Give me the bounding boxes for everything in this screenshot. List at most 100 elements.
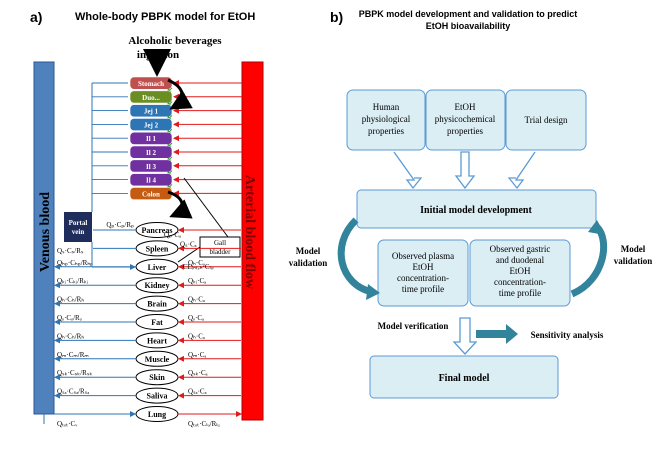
pancreas-arterial-flow: Qₚ·Cₐ (164, 231, 181, 239)
venous-blood-label: Venous blood (38, 192, 53, 272)
organ-arterial-flow: Qₛₖ·Cₐ (188, 369, 208, 377)
panel-b-letter: b) (330, 9, 343, 25)
organ-label: Liver (148, 263, 167, 272)
observed-plasma-box (377, 239, 469, 307)
model-validation-right-1: Model (621, 244, 646, 254)
final-model-label: Final model (439, 373, 490, 384)
gi-segment (129, 159, 173, 173)
organ-arterial-flow: Qₛₐ·Cₐ (188, 388, 207, 396)
organ-venous-flow: Qₘ·Cₘ/Rₘ (57, 351, 89, 359)
spleen-venous-flow: Qₛ·Cₛ/Rₛ (57, 247, 84, 255)
organ-arterial-flow: Qₘ·Cₐ (188, 351, 206, 359)
observed-gastric-box (469, 239, 571, 307)
ingestion-label-2: ingestion (137, 49, 179, 61)
gi-segment (129, 145, 173, 159)
organ-label: Muscle (145, 355, 170, 364)
input-trial-1: Trial design (525, 115, 568, 125)
validation-arrow-right (570, 224, 608, 298)
organ-venous-flow: Qₛₖ·Cₛₖ/Rₛₖ (57, 369, 92, 377)
gi-segment-label: Colon (142, 190, 160, 198)
arterial-blood-label: Arterial blood flow (242, 175, 257, 290)
gall-bladder-label-1: Gall (214, 239, 226, 247)
initial-model-label: Initial model development (420, 205, 532, 216)
organ-venous-flow: Qₖᵢ·Cₖᵢ/Rₖᵢ (57, 277, 89, 285)
portal-vein-box (64, 212, 92, 242)
arterial-blood-bar (241, 61, 264, 421)
sensitivity-arrow (476, 324, 518, 344)
input-human-3: properties (368, 126, 404, 136)
organ-label: Lung (148, 410, 166, 419)
input-box-human: Human physiological properties (346, 89, 426, 151)
ingestion-label-1: Alcoholic beverages (128, 35, 222, 47)
obs-gastric-2: and duodenal (496, 255, 545, 265)
obs-plasma-3: concentration- (397, 273, 449, 283)
organ-arterial-flow: Qₒ·Cₐ (188, 314, 204, 322)
organ-venous-flow: Qₒ·Cₒ/Rₒ (57, 314, 82, 322)
portal-vein-label-2: vein (72, 228, 85, 236)
sensitivity-label: Sensitivity analysis (531, 330, 604, 340)
pancreas-venous-flow: Qₚ·Cₚ/Rₚ (106, 221, 134, 229)
organ-venous-flow: Qₕₚ·Cₕₚ/Rₕₚ (57, 259, 93, 267)
input-box-trial: Trial design (505, 89, 587, 151)
spleen-arterial-flow: Qₛ·Cₐ (180, 240, 197, 248)
gi-segment-label: Duo... (142, 94, 160, 102)
obs-plasma-2: EtOH (413, 262, 434, 272)
input-human-1: Human (373, 102, 400, 112)
organ-label: Brain (147, 300, 167, 309)
gi-segment-label: Jej 2 (144, 121, 159, 129)
lung-right-flow: Qₜₒₜ·Cₗᵤ/Rₗᵤ (188, 420, 220, 428)
verification-arrow (452, 317, 478, 355)
arrow-human-to-initial (393, 151, 423, 190)
model-validation-left-2: validation (289, 258, 328, 268)
gall-bladder-label-2: bladder (210, 248, 232, 256)
validation-arrowhead-right (588, 220, 605, 235)
gi-segment-label: Il 1 (146, 135, 156, 143)
liver-clearance-label: CLᵢₙₜ,ₕ·Cₗᵢᵥ (183, 263, 215, 271)
model-validation-right-2: validation (614, 256, 653, 266)
organ-label: Saliva (147, 392, 168, 401)
organ-label: Pancreas (142, 226, 173, 235)
organ-label: Heart (147, 336, 167, 345)
validation-arrow-left (337, 217, 374, 296)
organ-arterial-flow: Qₕ·Cₐ (188, 259, 205, 267)
panel-a-letter: a) (30, 9, 42, 25)
validation-arrowhead-left (366, 284, 380, 300)
gi-segment-label: Jej 1 (144, 108, 159, 116)
gi-segment-label: Il 3 (146, 163, 156, 171)
input-etoh-3: properties (447, 126, 483, 136)
lung-left-flow: Qₜₒₜ·Cᵥ (57, 420, 78, 428)
gi-segment (129, 131, 173, 145)
obs-gastric-1: Observed gastric (490, 244, 551, 254)
organ-arterial-flow: Qₖᵢ·Cₐ (188, 277, 206, 285)
organ-arterial-flow: Qₕ·Cₐ (188, 296, 205, 304)
gi-segment-label: Stomach (138, 80, 164, 88)
model-validation-left-1: Model (296, 246, 321, 256)
organ-label: Kidney (145, 281, 170, 290)
gi-segment-label: Il 2 (146, 149, 156, 157)
panel-b-title-1: PBPK model development and validation to… (359, 9, 578, 19)
input-etoh-2: physicochemical (435, 114, 496, 124)
organ-venous-flow: Qₕ·Cₕ/Rₕ (57, 296, 84, 304)
organ-label: Fat (151, 318, 163, 327)
arrow-trial-to-initial (507, 151, 536, 190)
liver-gall-line (177, 246, 201, 263)
organ-venous-flow: Qₛₐ·Cₛₐ/Rₛₐ (57, 388, 89, 396)
obs-plasma-4: time profile (402, 284, 444, 294)
gi-segment (129, 118, 173, 132)
gi-segment (129, 173, 173, 187)
panel-b-title-2: EtOH bioavailability (426, 21, 511, 31)
arrow-etoh-to-initial (454, 151, 476, 190)
panel-a-title: Whole-body PBPK model for EtOH (75, 11, 255, 23)
bile-line (183, 177, 229, 238)
gi-segment (129, 104, 173, 118)
portal-vein-label-1: Portal (69, 219, 88, 227)
final-model-box (369, 355, 559, 399)
input-etoh-1: EtOH (455, 102, 476, 112)
organ-arterial-flow: Qₕ·Cₐ (188, 332, 205, 340)
obs-gastric-3: EtOH (510, 266, 531, 276)
obs-gastric-4: concentration- (494, 277, 546, 287)
